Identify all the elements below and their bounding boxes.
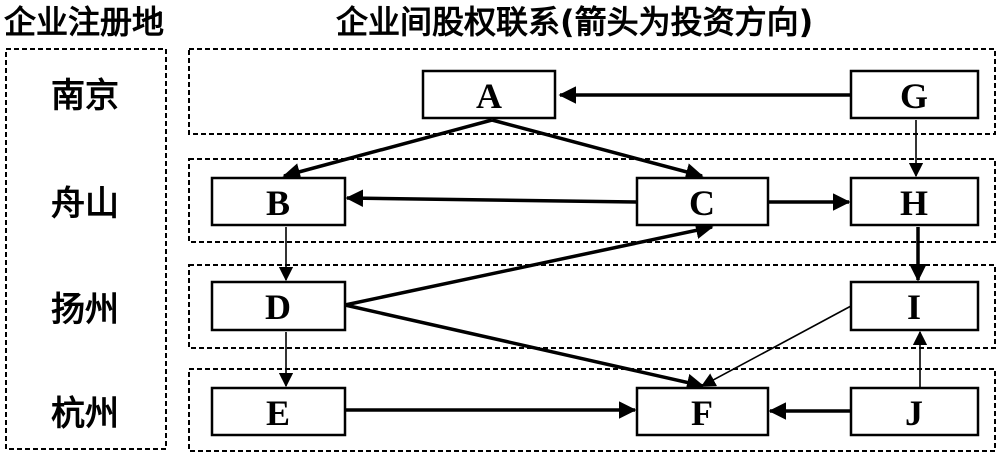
node-label-C: C xyxy=(689,183,715,223)
node-label-I: I xyxy=(907,287,921,327)
node-D: D xyxy=(210,280,347,332)
node-label-E: E xyxy=(266,393,290,433)
node-C: C xyxy=(635,176,770,227)
node-I: I xyxy=(849,280,980,332)
region-label-zhoushan: 舟山 xyxy=(51,184,119,224)
node-A: A xyxy=(421,69,557,120)
edge-A-to-C xyxy=(491,118,704,181)
edge-A-to-B xyxy=(282,118,493,181)
region-label-hangzhou: 杭州 xyxy=(51,394,119,434)
node-J: J xyxy=(849,386,980,437)
node-H: H xyxy=(849,176,980,227)
region-column-frame xyxy=(5,48,167,450)
region-label-nanjing: 南京 xyxy=(51,76,119,116)
region-band-nanjing xyxy=(188,48,996,135)
node-B: B xyxy=(210,176,347,227)
node-label-B: B xyxy=(266,183,290,223)
node-label-F: F xyxy=(691,393,713,433)
region-column-title: 企业注册地 xyxy=(4,3,165,41)
node-G: G xyxy=(849,69,980,120)
region-band-zhoushan xyxy=(188,158,996,243)
region-band-hangzhou xyxy=(188,368,996,452)
edge-I-to-F xyxy=(700,305,852,387)
edge-D-to-C xyxy=(344,221,714,307)
region-label-yangzhou: 扬州 xyxy=(51,290,119,330)
node-label-J: J xyxy=(905,393,923,433)
diagram-title: 企业间股权联系(箭头为投资方向) xyxy=(336,3,814,41)
node-F: F xyxy=(635,386,770,437)
region-band-yangzhou xyxy=(188,264,996,349)
node-label-G: G xyxy=(900,76,928,116)
node-label-D: D xyxy=(265,287,291,327)
node-E: E xyxy=(210,386,347,437)
node-label-H: H xyxy=(900,183,928,223)
node-label-A: A xyxy=(476,76,502,116)
edge-C-to-B xyxy=(345,189,638,207)
edge-D-to-F xyxy=(344,303,705,391)
